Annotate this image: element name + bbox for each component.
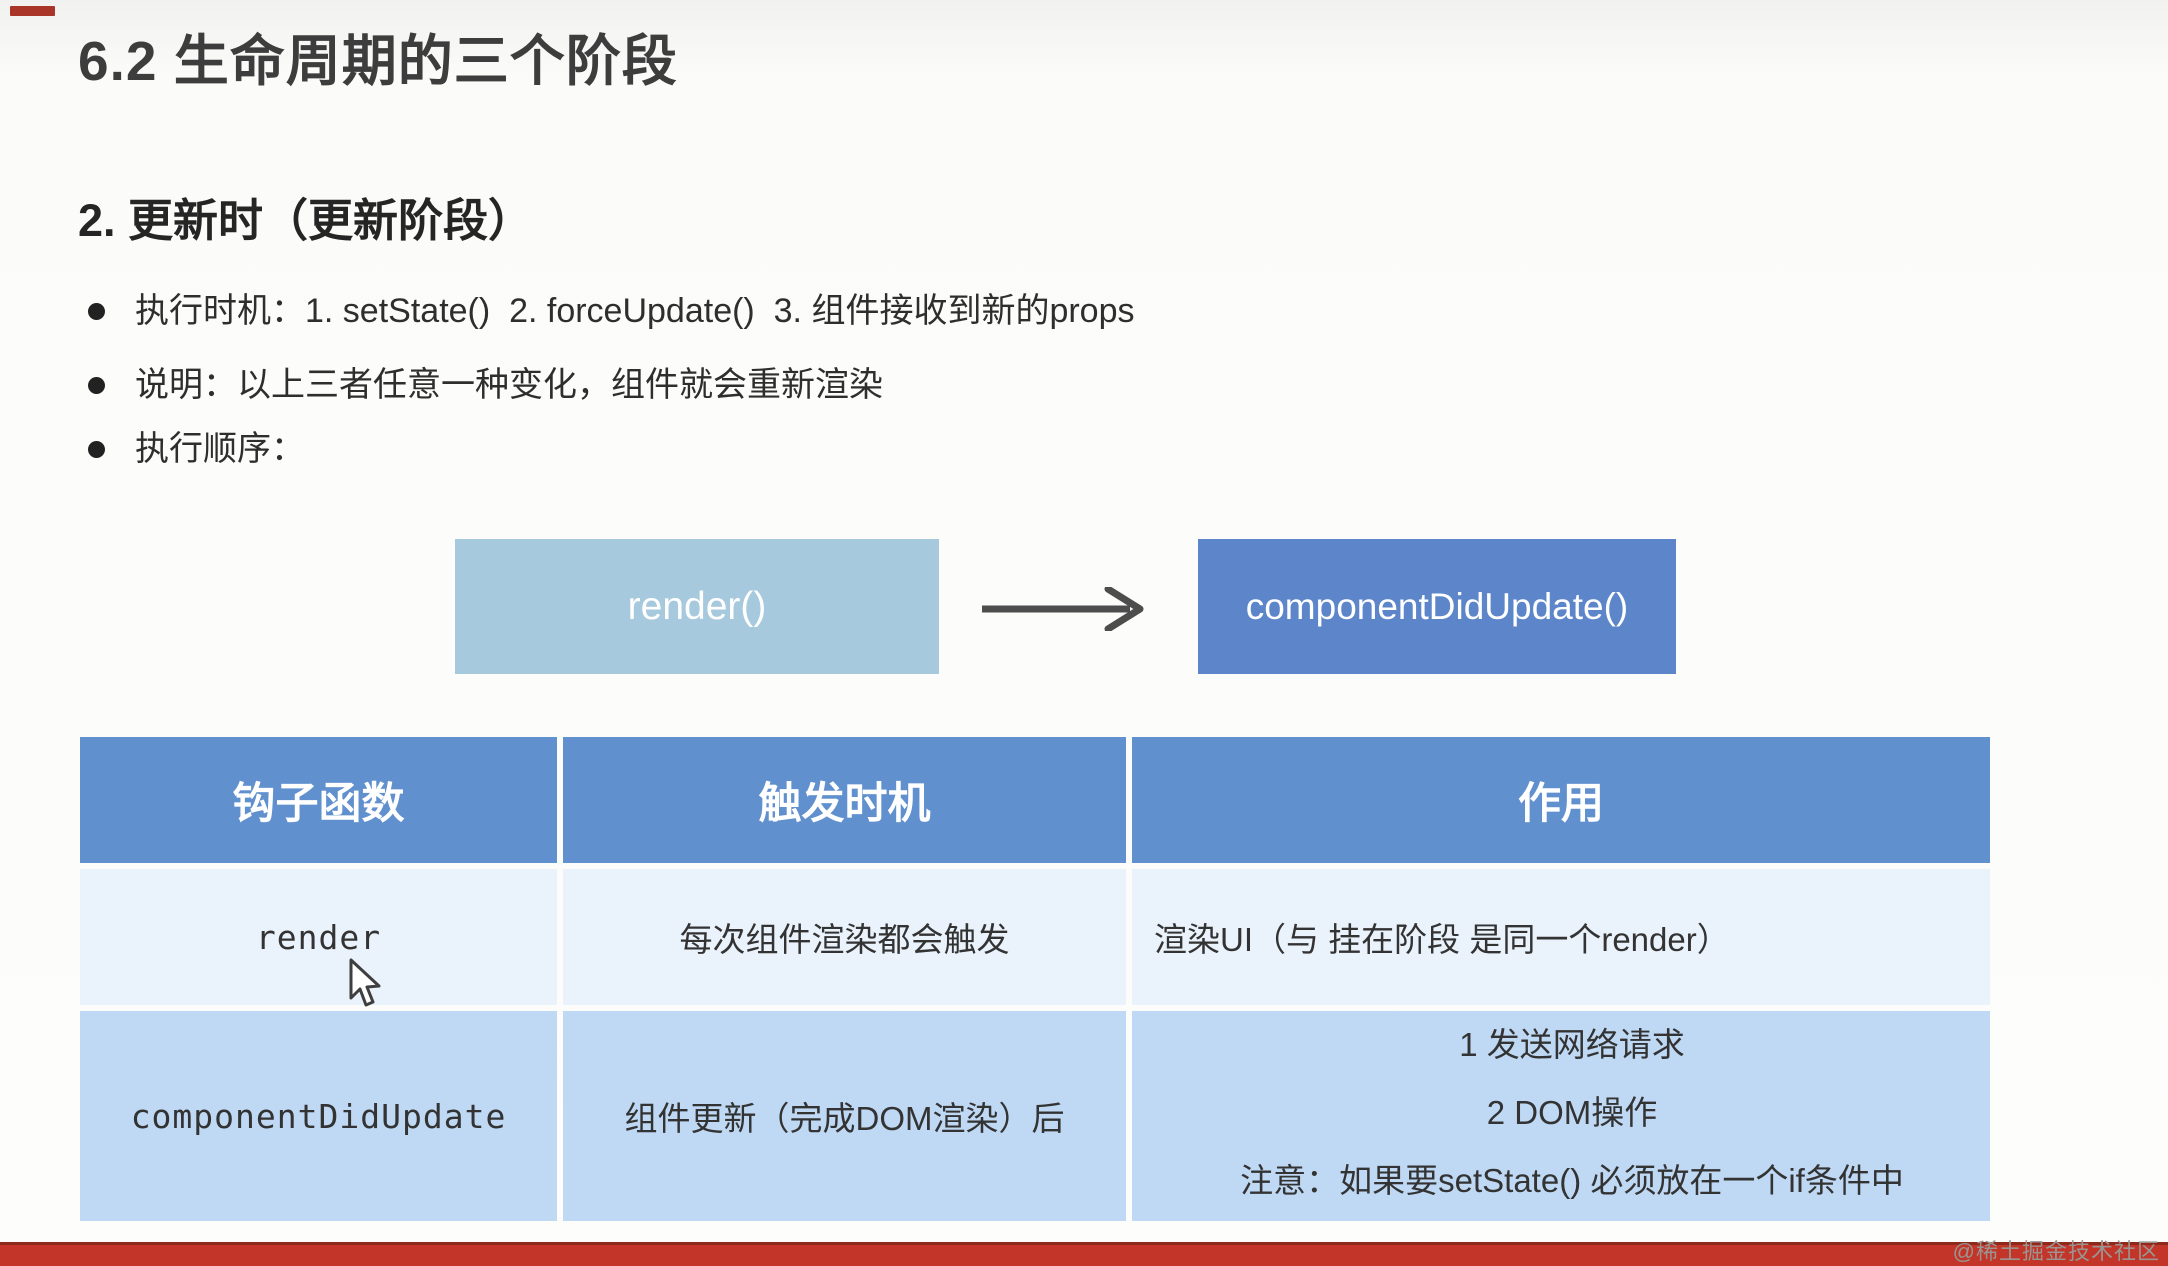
table-cell-trigger-cdu: 组件更新（完成DOM渲染）后 <box>563 1011 1126 1221</box>
purpose-line: 2 DOM操作 <box>1486 1094 1658 1131</box>
bullet-text: 执行时机：1. setState() 2. forceUpdate() 3. 组… <box>135 292 1135 330</box>
watermark: @稀土掘金技术社区 <box>1952 1239 2160 1264</box>
purpose-line: 1 发送网络请求 <box>1459 1026 1685 1063</box>
page-title: 6.2 生命周期的三个阶段 <box>78 30 678 92</box>
table-header-purpose: 作用 <box>1132 737 1990 863</box>
table-cell-purpose-render: 渲染UI（与 挂在阶段 是同一个render） <box>1132 869 1990 1005</box>
mouse-cursor-icon <box>349 958 381 1007</box>
table-header-hook: 钩子函数 <box>80 737 557 863</box>
top-left-red-mark <box>10 6 55 16</box>
lifecycle-table: 钩子函数 触发时机 作用 render 每次组件渲染都会触发 渲染UI（与 挂在… <box>80 737 1990 1221</box>
diagram-node-componentdidupdate: componentDidUpdate() <box>1198 539 1676 674</box>
bullet-text: 执行顺序： <box>135 430 305 468</box>
arrow-right-icon <box>982 587 1144 631</box>
table-cell-trigger-render: 每次组件渲染都会触发 <box>563 869 1126 1005</box>
bullet-text: 说明：以上三者任意一种变化，组件就会重新渲染 <box>135 366 883 404</box>
bullet-dot-icon <box>88 440 105 458</box>
bullet-item: 执行时机：1. setState() 2. forceUpdate() 3. 组… <box>88 288 1135 334</box>
bullet-list: 执行时机：1. setState() 2. forceUpdate() 3. 组… <box>88 288 1135 472</box>
bullet-dot-icon <box>88 376 105 394</box>
bullet-item: 执行顺序： <box>88 426 1135 472</box>
bullet-item: 说明：以上三者任意一种变化，组件就会重新渲染 <box>88 362 1135 408</box>
section-subtitle: 2. 更新时（更新阶段） <box>78 195 534 246</box>
diagram-node-render: render() <box>455 539 939 674</box>
purpose-line: 注意：如果要setState() 必须放在一个if条件中 <box>1240 1162 1904 1199</box>
table-cell-purpose-cdu: 1 发送网络请求 2 DOM操作 注意：如果要setState() 必须放在一个… <box>1132 1011 1990 1221</box>
table-cell-hook-render: render <box>80 869 557 1005</box>
bullet-dot-icon <box>88 302 105 320</box>
footer-red-bar <box>0 1242 2168 1266</box>
table-cell-hook-cdu: componentDidUpdate <box>80 1011 557 1221</box>
table-header-trigger: 触发时机 <box>563 737 1126 863</box>
